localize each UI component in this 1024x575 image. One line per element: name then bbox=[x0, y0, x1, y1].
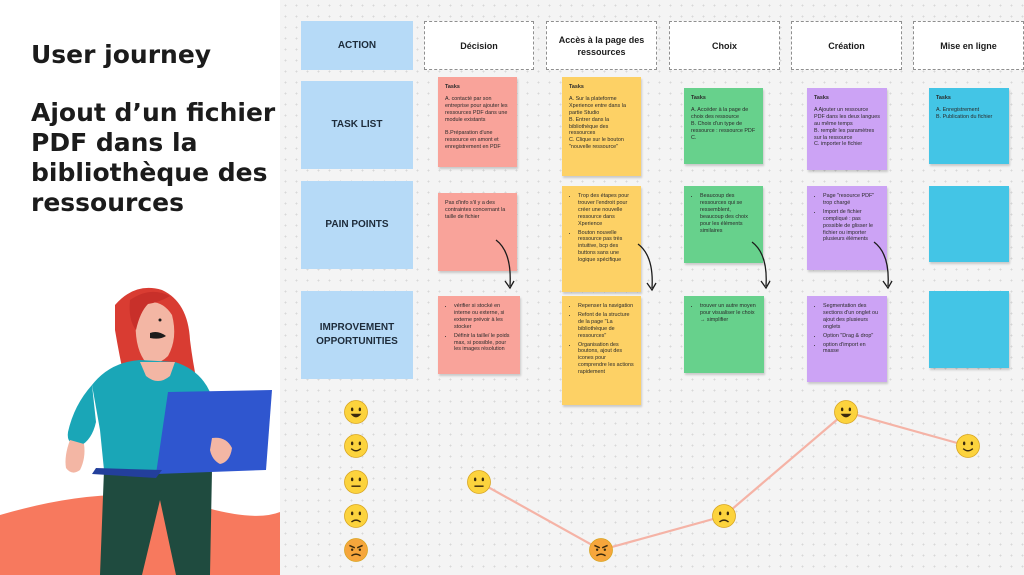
curved-arrow-icon bbox=[637, 243, 657, 292]
note-item: option d'import en masse bbox=[823, 342, 880, 356]
note-item: Import de fichier compliqué : pas possib… bbox=[823, 209, 880, 244]
note-item: Repenser la navigation bbox=[578, 303, 634, 310]
pain-note-decision: Pas d'info s'il y a des contraintes conc… bbox=[438, 193, 517, 271]
note-list: Segmentation des sections d'un onglet ou… bbox=[814, 303, 880, 355]
laptop-base-shape bbox=[92, 468, 162, 478]
pain-note-choice: Beaucoup des ressources qui se ressemble… bbox=[684, 186, 763, 263]
improvement-note-decision: vérifier si stocké en interne ou externe… bbox=[438, 296, 520, 374]
curved-arrow-icon bbox=[751, 241, 771, 290]
page-subtitle: Ajout d’un fichier PDF dans la bibliothè… bbox=[31, 98, 276, 217]
eye-shape bbox=[158, 318, 162, 322]
stage-decision: Décision bbox=[424, 21, 534, 70]
improvement-note-creation: Segmentation des sections d'un onglet ou… bbox=[807, 296, 887, 382]
note-list: Repenser la navigation Refont de la stru… bbox=[569, 303, 634, 376]
improvement-note-choice: trouver un autre moyen pour visualiser l… bbox=[684, 296, 764, 373]
note-item: Organisation des boutons, ajout des icon… bbox=[578, 342, 634, 377]
note-text: A. Accéder à la page de choix des ressou… bbox=[691, 106, 756, 141]
stage-creation: Création bbox=[791, 21, 902, 70]
laptop-lid-shape bbox=[156, 390, 272, 474]
journey-angry-emoji-icon bbox=[589, 538, 613, 567]
note-item: Définir la taille/ le poids max, si poss… bbox=[454, 333, 513, 354]
note-text: Pas d'info s'il y a des contraintes conc… bbox=[445, 200, 507, 220]
row-label-improvement: IMPROVEMENT OPPORTUNITIES bbox=[301, 291, 413, 379]
note-text: A. contacté par son entreprise pour ajou… bbox=[445, 95, 508, 151]
task-note-publish: Tasks A. Enregistrement B. Publication d… bbox=[929, 88, 1009, 164]
note-item: Segmentation des sections d'un onglet ou… bbox=[823, 303, 880, 331]
row-label-task-list: TASK LIST bbox=[301, 81, 413, 169]
journey-happy-emoji-icon bbox=[956, 434, 980, 463]
hair-fringe-shape bbox=[129, 291, 170, 330]
stage-access: Accès à la page des ressources bbox=[546, 21, 657, 70]
journey-sad-emoji-icon bbox=[712, 504, 736, 533]
mustache-shape bbox=[150, 332, 166, 339]
note-list: Beaucoup des ressources qui se ressemble… bbox=[691, 193, 756, 234]
note-list: vérifier si stocké en interne ou externe… bbox=[445, 303, 513, 353]
pain-note-publish bbox=[929, 186, 1009, 262]
note-list: Page "resource PDF" trop chargé Import d… bbox=[814, 193, 880, 243]
task-note-choice: Tasks A. Accéder à la page de choix des … bbox=[684, 88, 763, 164]
sad-emoji-icon bbox=[344, 504, 368, 533]
note-title: Tasks bbox=[814, 95, 829, 101]
note-text: A. Sur la plateforme Xperience entre dan… bbox=[569, 95, 626, 151]
note-item: trouver un autre moyen pour visualiser l… bbox=[700, 303, 757, 324]
angry-emoji-icon bbox=[344, 538, 368, 567]
pants-shape bbox=[100, 470, 212, 575]
note-title: Tasks bbox=[691, 95, 706, 101]
pain-note-creation: Page "resource PDF" trop chargé Import d… bbox=[807, 186, 887, 270]
pain-note-access: Trop des étapes pour trouver l'endroit p… bbox=[562, 186, 641, 292]
stage-choice: Choix bbox=[669, 21, 780, 70]
improvement-note-access: Repenser la navigation Refont de la stru… bbox=[562, 296, 641, 405]
task-note-decision: Tasks A. contacté par son entreprise pou… bbox=[438, 77, 517, 167]
note-text: A Ajouter un ressource PDF dans les deux… bbox=[814, 106, 880, 148]
right-hand-shape bbox=[210, 437, 232, 464]
improvement-note-publish bbox=[929, 291, 1009, 368]
note-title: Tasks bbox=[445, 84, 460, 90]
note-item: Page "resource PDF" trop chargé bbox=[823, 193, 880, 207]
neck-shape bbox=[140, 362, 175, 381]
curved-arrow-icon bbox=[495, 239, 515, 290]
journey-neutral-emoji-icon bbox=[467, 470, 491, 499]
row-label-action: ACTION bbox=[301, 21, 413, 70]
sleeve-shape bbox=[67, 385, 96, 446]
happy-emoji-icon bbox=[344, 434, 368, 463]
very-happy-emoji-icon bbox=[344, 400, 368, 429]
note-item: Trop des étapes pour trouver l'endroit p… bbox=[578, 193, 634, 228]
journey-very-happy-emoji-icon bbox=[834, 400, 858, 429]
note-list: trouver un autre moyen pour visualiser l… bbox=[691, 303, 757, 324]
task-note-creation: Tasks A Ajouter un ressource PDF dans le… bbox=[807, 88, 887, 170]
note-item: vérifier si stocké en interne ou externe… bbox=[454, 303, 513, 331]
neutral-emoji-icon bbox=[344, 470, 368, 499]
note-list: Trop des étapes pour trouver l'endroit p… bbox=[569, 193, 634, 264]
task-note-access: Tasks A. Sur la plateforme Xperience ent… bbox=[562, 77, 641, 176]
page-title: User journey bbox=[31, 40, 212, 69]
note-item: Bouton nouvelle ressource pas très intui… bbox=[578, 230, 634, 265]
left-panel: User journey Ajout d’un fichier PDF dans… bbox=[0, 0, 280, 575]
note-item: Option "Drag & drop" bbox=[823, 333, 880, 340]
stage-publish: Mise en ligne bbox=[913, 21, 1024, 70]
note-item: Beaucoup des ressources qui se ressemble… bbox=[700, 193, 756, 234]
curved-arrow-icon bbox=[873, 241, 893, 290]
note-item: Refont de la structure de la page "La bi… bbox=[578, 312, 634, 340]
note-title: Tasks bbox=[936, 95, 951, 101]
note-title: Tasks bbox=[569, 84, 584, 90]
emotion-curve bbox=[478, 410, 969, 552]
row-label-pain-points: PAIN POINTS bbox=[301, 181, 413, 269]
left-hand-shape bbox=[65, 440, 85, 473]
journey-board: ACTION TASK LIST PAIN POINTS IMPROVEMENT… bbox=[280, 0, 1024, 575]
person-with-laptop-illustration bbox=[0, 287, 280, 575]
note-text: A. Enregistrement B. Publication du fich… bbox=[936, 106, 993, 120]
